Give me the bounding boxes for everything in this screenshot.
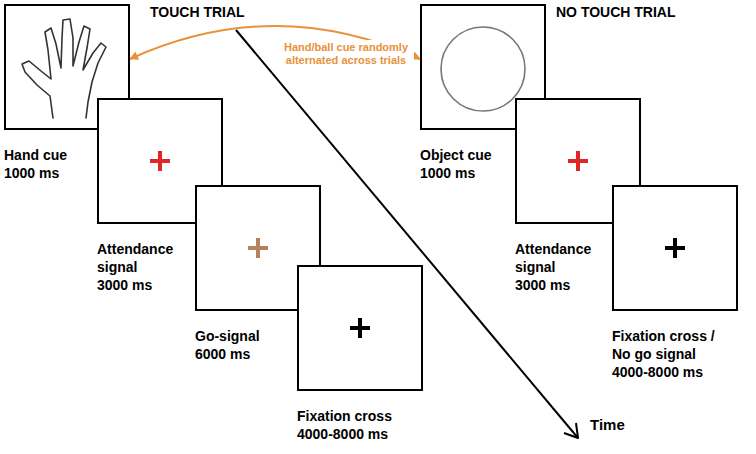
trial-heading: NO TOUCH TRIAL	[556, 4, 676, 20]
screen-name: Go-signal	[195, 327, 260, 345]
screen-name: Fixation cross / No go signal	[612, 327, 737, 363]
screen-name: Fixation cross	[297, 407, 392, 425]
duration: 1000 ms	[420, 164, 492, 182]
screen-caption: Object cue1000 ms	[420, 146, 492, 182]
duration: 6000 ms	[195, 345, 260, 363]
screen-caption: Fixation cross / No go signal4000-8000 m…	[612, 327, 737, 381]
screen-name: Attendance signal	[97, 240, 189, 276]
duration: 1000 ms	[4, 164, 67, 182]
screen-name: Attendance signal	[515, 240, 607, 276]
duration: 3000 ms	[97, 276, 189, 294]
screen-frame	[612, 185, 738, 311]
screen-caption: Hand cue1000 ms	[4, 146, 67, 182]
screen-caption: Go-signal6000 ms	[195, 327, 260, 363]
duration: 4000-8000 ms	[612, 363, 737, 381]
fixation-cross	[299, 267, 421, 389]
no-go-screen: Fixation cross / No go signal4000-8000 m…	[612, 185, 738, 311]
screen-caption: Fixation cross4000-8000 ms	[297, 407, 392, 443]
duration: 4000-8000 ms	[297, 425, 392, 443]
screen-name: Hand cue	[4, 146, 67, 164]
duration: 3000 ms	[515, 276, 607, 294]
screen-caption: Attendance signal3000 ms	[515, 240, 607, 294]
screen-frame	[297, 265, 423, 391]
screen-caption: Attendance signal3000 ms	[97, 240, 189, 294]
fixation-cross	[614, 187, 736, 309]
axis-label: Time	[590, 416, 625, 433]
fixation-screen: Fixation cross4000-8000 ms	[297, 265, 423, 391]
screen-name: Object cue	[420, 146, 492, 164]
time-arrowhead	[564, 423, 578, 438]
edge-label: Hand/ball cue randomly alternated across…	[278, 40, 414, 68]
trial-heading: TOUCH TRIAL	[150, 4, 245, 20]
